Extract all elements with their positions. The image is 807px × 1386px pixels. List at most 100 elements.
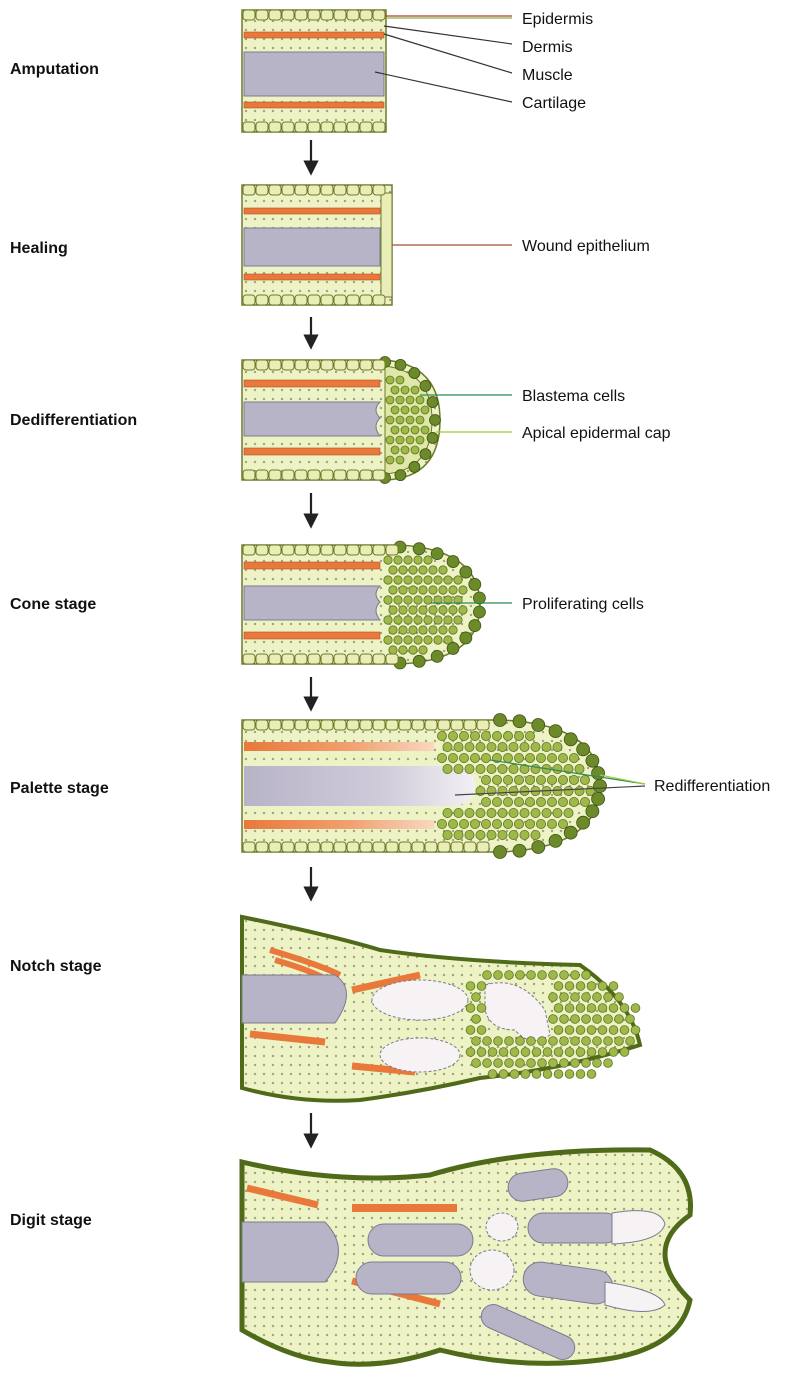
epidermal-cell [334, 10, 346, 20]
cell [409, 368, 420, 379]
epidermal-cell [256, 842, 268, 852]
cell [569, 753, 578, 762]
cell [564, 826, 577, 839]
cell [477, 982, 486, 991]
cell [466, 1026, 475, 1035]
cell [386, 436, 394, 444]
cell [565, 982, 574, 991]
epidermal-cell [295, 295, 307, 305]
cell [575, 786, 584, 795]
cell [587, 1004, 596, 1013]
cell [389, 626, 397, 634]
cell [454, 742, 463, 751]
epidermal-cell [256, 295, 268, 305]
cell [399, 626, 407, 634]
cell [449, 606, 457, 614]
cell [429, 606, 437, 614]
cell [520, 808, 529, 817]
stage-label-healing: Healing [10, 240, 68, 257]
callout-muscle: Muscle [522, 67, 573, 84]
epidermal-cell [360, 842, 372, 852]
cell [384, 556, 392, 564]
cell [492, 819, 501, 828]
epidermal-cell [386, 545, 398, 555]
epidermal-cell [373, 470, 385, 480]
epidermal-cell [373, 295, 385, 305]
cell [444, 616, 452, 624]
cell [542, 808, 551, 817]
cell [549, 1015, 558, 1024]
epidermal-cell [243, 842, 255, 852]
epidermal-cell [308, 720, 320, 730]
cell [509, 764, 518, 773]
cell [396, 456, 404, 464]
cell [575, 764, 584, 773]
epidermal-cell [282, 10, 294, 20]
epidermal-cell [269, 470, 281, 480]
cell [487, 786, 496, 795]
cell [525, 753, 534, 762]
epidermal-cell [373, 654, 385, 664]
cell [509, 786, 518, 795]
cell [549, 971, 558, 980]
epidermal-cell [308, 360, 320, 370]
cell [389, 566, 397, 574]
cell [389, 606, 397, 614]
cell [509, 830, 518, 839]
cell [598, 1004, 607, 1013]
cell [505, 971, 514, 980]
cell [503, 731, 512, 740]
cell [494, 714, 507, 727]
epidermal-cell [373, 122, 385, 132]
epidermal-cell [308, 470, 320, 480]
cell [564, 786, 573, 795]
cell [525, 797, 534, 806]
epidermal-cell [334, 654, 346, 664]
cell [396, 416, 404, 424]
cell [527, 971, 536, 980]
cell [454, 616, 462, 624]
cell [469, 620, 481, 632]
cell [404, 636, 412, 644]
cell [465, 830, 474, 839]
cell [547, 753, 556, 762]
cell [498, 830, 507, 839]
epidermal-cell [256, 360, 268, 370]
cell [411, 406, 419, 414]
epidermal-cell [295, 654, 307, 664]
cell [399, 646, 407, 654]
cell [444, 576, 452, 584]
cell [576, 1048, 585, 1057]
epidermal-cell [334, 360, 346, 370]
cell [510, 1048, 519, 1057]
cell [525, 731, 534, 740]
cell [443, 808, 452, 817]
stage-palette-figure [242, 714, 607, 859]
epidermal-cell [308, 185, 320, 195]
cell [386, 416, 394, 424]
stage-healing-figure [242, 185, 392, 305]
cell [542, 742, 551, 751]
epidermal-cell [243, 545, 255, 555]
cell [560, 993, 569, 1002]
cell [538, 971, 547, 980]
cell [532, 719, 545, 732]
cell [472, 1037, 481, 1046]
cell [498, 786, 507, 795]
cell [413, 543, 425, 555]
epidermal-cell [334, 842, 346, 852]
cell [569, 797, 578, 806]
epidermal-cell [269, 295, 281, 305]
cell [554, 1048, 563, 1057]
cell [587, 1070, 596, 1079]
cell [609, 1048, 618, 1057]
cell [505, 1059, 514, 1068]
cell [525, 819, 534, 828]
cell [571, 971, 580, 980]
cell [488, 1048, 497, 1057]
epidermal-cell [347, 185, 359, 195]
cell [391, 446, 399, 454]
cell [476, 764, 485, 773]
cell [569, 775, 578, 784]
cell [538, 1059, 547, 1068]
